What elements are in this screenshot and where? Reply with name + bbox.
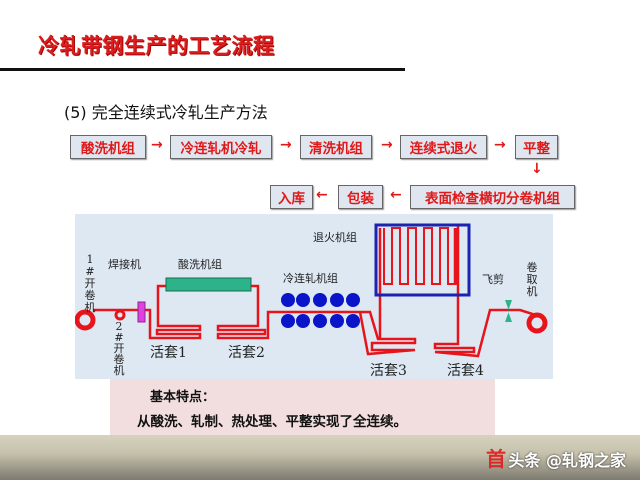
loop2-label: 活套2 (228, 345, 265, 361)
arrow-right: → (280, 137, 292, 153)
annealing-furnace (374, 223, 471, 297)
title-divider (0, 68, 405, 71)
uncoiler1-coil (75, 309, 96, 331)
arrow-right: → (494, 137, 506, 153)
coiler-label: 卷取机 (526, 261, 538, 298)
flow-step-inspection: 表面检查横切分卷机组 (410, 185, 575, 209)
section-subtitle: (5) 完全连续式冷轧生产方法 (64, 103, 268, 122)
annealing-coils (383, 227, 457, 285)
welder-label: 焊接机 (108, 258, 141, 271)
production-line-diagram: 1#开卷机 2#开卷机 焊接机 酸洗机组 冷连轧机组 退火机组 飞剪 卷取机 活… (75, 214, 553, 379)
cold-mill-rolls (281, 293, 360, 328)
coiler-coil (526, 312, 548, 334)
features-panel (110, 379, 495, 435)
line-drawing (75, 223, 548, 358)
welder-block (137, 301, 146, 323)
arrow-right: → (381, 137, 393, 153)
flow-step-packing: 包装 (338, 185, 383, 209)
strip-path (93, 225, 546, 358)
flow-step-temper: 平整 (515, 135, 558, 159)
flow-step-annealing: 连续式退火 (400, 135, 487, 159)
flow-step-cold-rolling: 冷连轧机冷轧 (170, 135, 272, 159)
cold-mill-label: 冷连轧机组 (283, 272, 338, 285)
pickling-label: 酸洗机组 (178, 258, 222, 271)
loop1-label: 活套1 (150, 345, 187, 361)
flow-step-cleaning: 清洗机组 (300, 135, 372, 159)
footer-band (0, 435, 640, 480)
watermark: 头条 @轧钢之家 (508, 451, 626, 470)
slide-title: 冷轧带钢生产的工艺流程 (38, 34, 275, 58)
footer-logo-text: 首 (486, 447, 506, 471)
uncoiler1-label: 1#开卷机 (84, 253, 96, 314)
features-heading: 基本特点： (150, 390, 216, 405)
flow-step-storage: 入库 (270, 185, 313, 209)
flow-step-pickling: 酸洗机组 (70, 135, 146, 159)
flying-shear-blade (505, 300, 512, 322)
loop3-label: 活套3 (370, 363, 407, 379)
flying-shear-label: 飞剪 (482, 273, 504, 286)
annealing-label: 退火机组 (313, 231, 357, 244)
uncoiler2-label: 2#开卷机 (113, 320, 125, 377)
arrow-left: ← (390, 187, 402, 203)
arrow-down: ↓ (531, 161, 543, 177)
arrow-right: → (151, 137, 163, 153)
uncoiler2-coil (114, 309, 126, 321)
features-text: 从酸洗、轧制、热处理、平整实现了全连续。 (137, 414, 407, 430)
pickling-tank (165, 277, 252, 292)
loop4-label: 活套4 (447, 363, 484, 379)
arrow-left: ← (316, 187, 328, 203)
